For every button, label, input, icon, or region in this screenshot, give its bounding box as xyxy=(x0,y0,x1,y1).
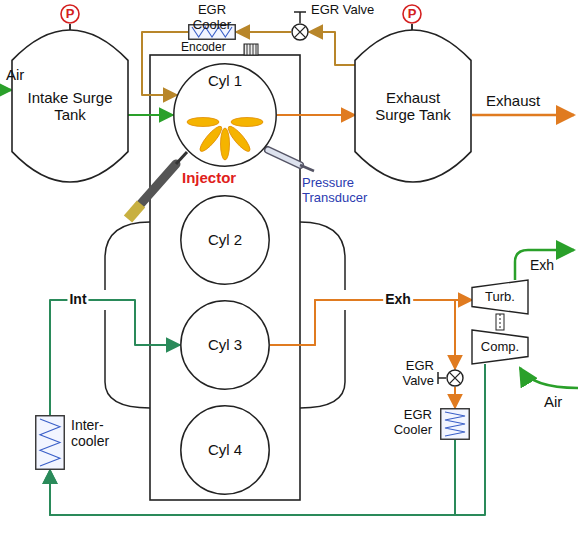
egr-cooler-text: EGR Cooler xyxy=(386,408,432,438)
egr-valve-outline xyxy=(291,23,309,41)
cylinder: Cyl 2 xyxy=(180,195,270,285)
tank-shape xyxy=(355,30,471,182)
exh-label: Exh xyxy=(530,257,554,273)
encoder-knob xyxy=(244,44,258,55)
gauge-circle xyxy=(61,5,79,23)
cylinder-text: Cyl 1 xyxy=(208,72,242,89)
cooler-box xyxy=(441,409,470,440)
turbine-outlet xyxy=(515,250,574,280)
tank-shape xyxy=(12,30,128,182)
cooler-box xyxy=(36,416,65,470)
cooler-coil xyxy=(445,412,465,436)
pressure-transducer-symbol xyxy=(268,150,314,171)
egr-valve-text: EGR Valve xyxy=(388,359,434,389)
cylinder-circle xyxy=(174,64,276,166)
exhaust-outlet-arrow xyxy=(472,114,574,117)
valve-circle xyxy=(292,24,308,40)
air-label: Air xyxy=(6,66,24,83)
pipe-connector xyxy=(50,300,180,415)
encoder-label: Encoder xyxy=(181,41,226,55)
valve-cross xyxy=(294,26,305,37)
flow-label: Int xyxy=(67,292,88,307)
compressor-text: Comp. xyxy=(481,340,519,355)
gauge-circle xyxy=(403,5,421,23)
egr-cooler-outline xyxy=(440,408,470,440)
injector-symbol xyxy=(128,152,187,219)
turbine: Turb. xyxy=(472,280,528,314)
pipe-connector xyxy=(411,24,413,30)
pipe-connector xyxy=(277,114,355,116)
pipe-connector xyxy=(236,31,291,33)
cylinder: Cyl 4 xyxy=(180,405,270,495)
surge-tank: Intake Surge Tank xyxy=(12,30,128,182)
intercooler-outline xyxy=(35,415,65,470)
pressure-gauge-text: P xyxy=(66,7,75,22)
pipe-connector xyxy=(309,32,355,65)
pressure-gauge: P xyxy=(402,4,422,24)
cylinder: Cyl 1 xyxy=(173,63,277,167)
compressor-shape xyxy=(472,330,528,364)
pipe-connector xyxy=(454,387,456,408)
cylinder-text: Cyl 2 xyxy=(208,231,242,248)
pipe-connector xyxy=(128,114,173,116)
valve-circle xyxy=(447,370,463,386)
compressor: Comp. xyxy=(472,330,528,364)
turbo-shaft xyxy=(496,314,504,330)
pipe-connector xyxy=(50,440,455,515)
pressure-gauge-text: P xyxy=(408,7,417,22)
turbine-text: Turb. xyxy=(485,290,515,305)
fuel-spray xyxy=(187,118,263,161)
air-label: Air xyxy=(544,393,562,410)
surge-tank-text: Intake Surge Tank xyxy=(25,89,115,124)
pipe-connector xyxy=(270,300,472,345)
egr-cooler-text: EGR Cooler xyxy=(180,3,244,33)
cylinder-circle xyxy=(181,196,269,284)
egr-valve-text: EGR Valve xyxy=(311,3,383,18)
flow-label: Exh xyxy=(383,292,413,307)
pipe-connector xyxy=(69,24,71,30)
surge-tank: Exhaust Surge Tank xyxy=(355,30,471,182)
egr-cooler: EGR Cooler xyxy=(440,408,470,440)
turbine-shape xyxy=(472,280,528,314)
cylinder: Cyl 3 xyxy=(180,300,270,390)
egr-cooler: EGR Cooler xyxy=(188,24,236,40)
exhaust-label: Exhaust xyxy=(486,92,540,109)
intercooler-text: Inter-cooler xyxy=(71,417,119,449)
engine-block xyxy=(150,55,300,500)
cylinder-text: Cyl 3 xyxy=(208,336,242,353)
valve-cross xyxy=(449,372,460,383)
air-inlet-arrow xyxy=(0,89,11,92)
injector-label: Injector xyxy=(182,169,236,186)
intercooler: Inter-cooler xyxy=(35,415,65,470)
compressor-inlet xyxy=(520,368,578,388)
cylinder-circle xyxy=(181,406,269,494)
surge-tank-text: Exhaust Surge Tank xyxy=(368,89,458,124)
cylinder-text: Cyl 4 xyxy=(208,441,242,458)
cylinder-circle xyxy=(181,301,269,389)
intake-manifold xyxy=(105,222,150,408)
egr-valve: EGR Valve xyxy=(291,23,309,41)
transducer-label: Pressure Transducer xyxy=(302,176,388,206)
egr-valve-outline xyxy=(446,369,464,387)
egr-valve: EGR Valve xyxy=(446,369,464,387)
exhaust-manifold xyxy=(300,222,345,408)
pressure-gauge: P xyxy=(60,4,80,24)
cooler-coil xyxy=(40,419,60,466)
